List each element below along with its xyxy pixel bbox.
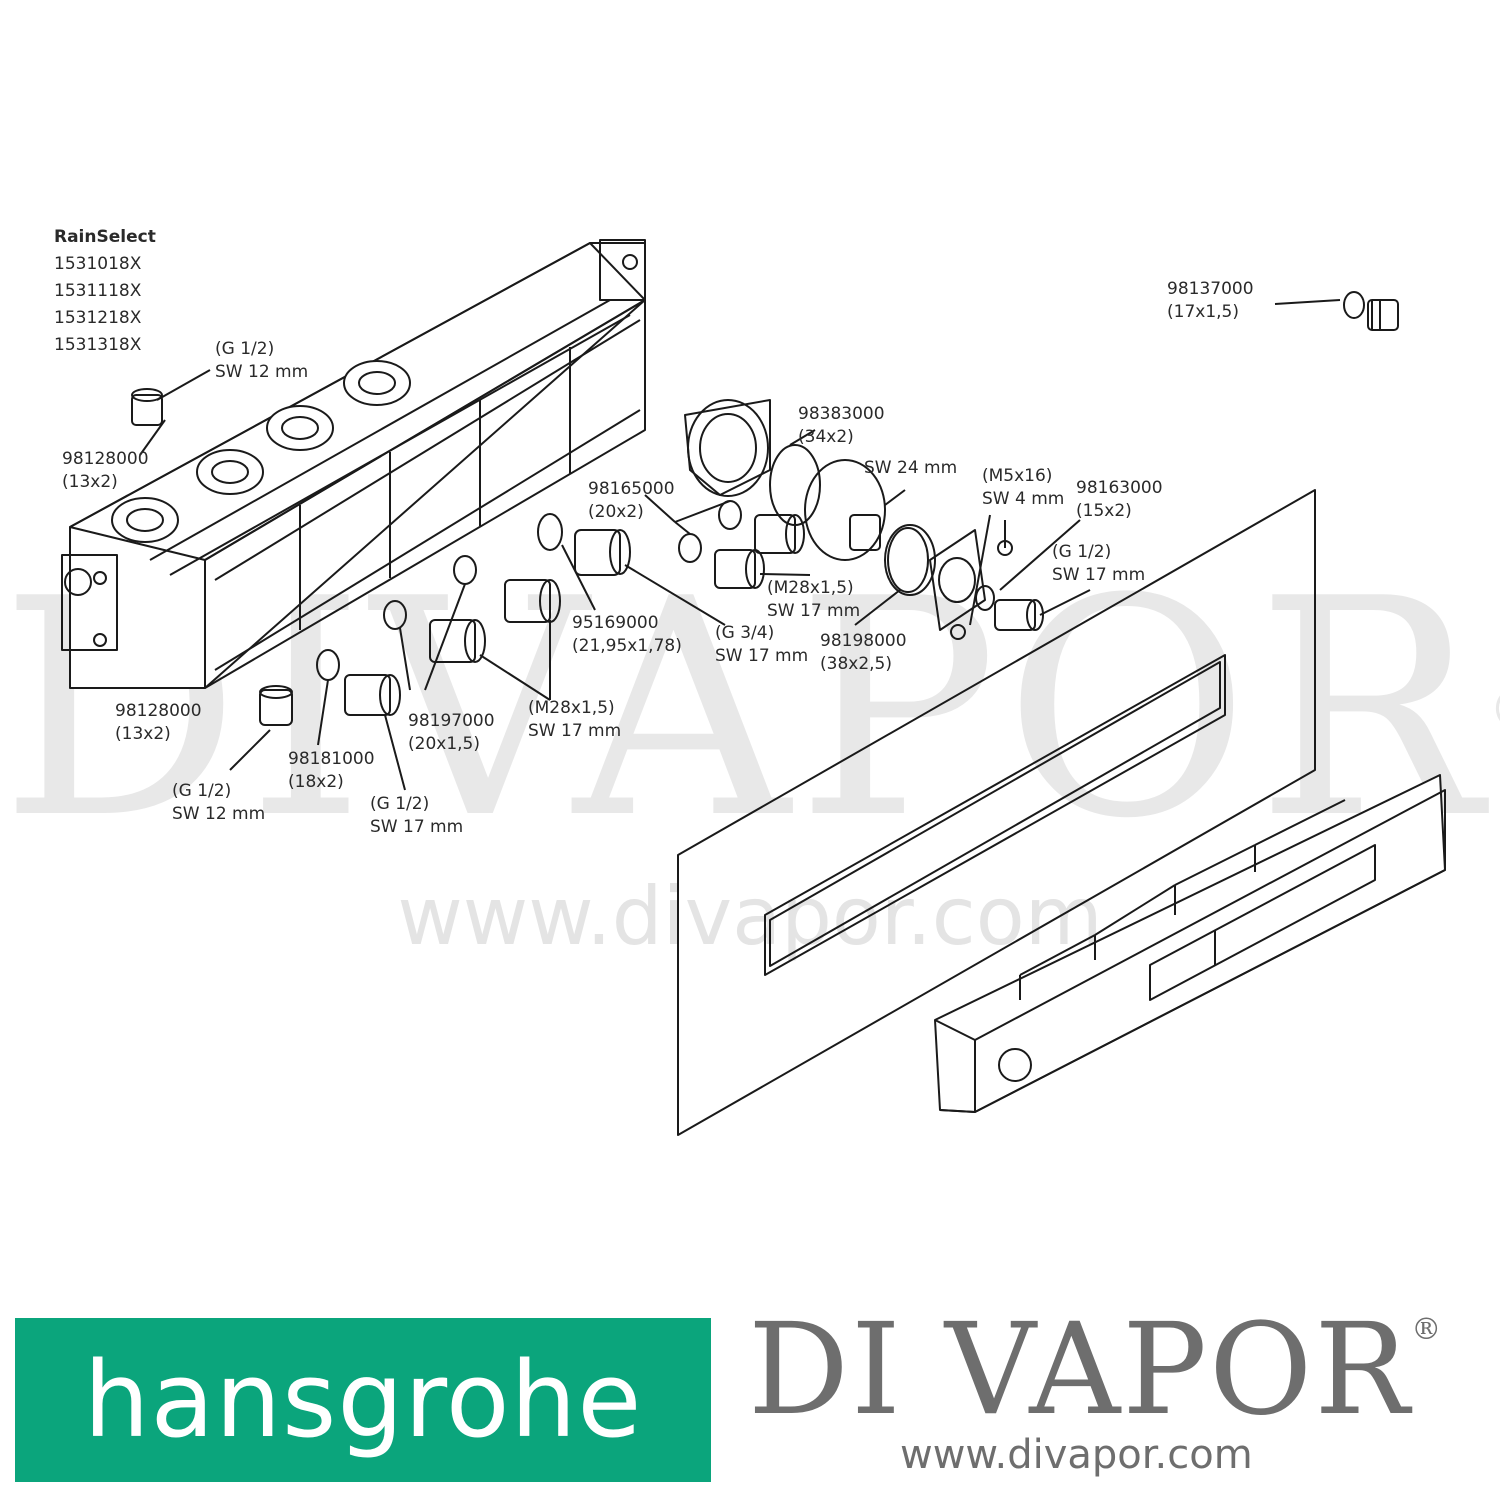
callout-sw24: SW 24 mm (864, 458, 958, 478)
part-95169000 (537, 513, 596, 611)
model-number: 1531118X (54, 281, 142, 301)
hansgrohe-logo: hansgrohe (15, 1318, 711, 1482)
callout-98181000: 98181000(18x2) (288, 749, 375, 792)
part-98198000 (854, 527, 929, 626)
model-number: 1531018X (54, 254, 142, 274)
callout-m28-lower: (M28x1,5)SW 17 mm (528, 698, 622, 741)
part-flange (929, 514, 1013, 640)
part-g12-bottom (344, 674, 406, 791)
part-98181000 (316, 649, 340, 746)
callout-plug-bottom: (G 1/2)SW 12 mm (172, 781, 266, 824)
callout-plug-top: (G 1/2)SW 12 mm (215, 339, 309, 382)
divapor-url: www.divapor.com (900, 1432, 1253, 1478)
callout-98128000-top: 98128000(13x2) (62, 449, 149, 492)
part-plug-bottom (229, 685, 293, 771)
part-98137000 (1274, 291, 1399, 331)
callout-g12-sw17-right: (G 1/2)SW 17 mm (1052, 542, 1146, 585)
installation-box (61, 239, 646, 689)
part-98165000 (644, 494, 742, 563)
callout-g34: (G 3/4)SW 17 mm (715, 623, 809, 666)
control-module (934, 774, 1446, 1113)
callout-98198000: 98198000(38x2,5) (820, 631, 907, 674)
model-number: 1531318X (54, 335, 142, 355)
part-m28-upper (714, 514, 811, 589)
model-list: RainSelect 1531018X 1531118X 1531218X 15… (54, 224, 156, 359)
callout-95169000: 95169000(21,95x1,78) (572, 613, 682, 656)
callout-98137000: 98137000(17x1,5) (1167, 279, 1254, 322)
watermark-url: www.divapor.com (397, 870, 1103, 963)
callout-98383000: 98383000(34x2) (798, 404, 885, 447)
part-m28-lower (429, 579, 561, 701)
part-98163000 (975, 519, 1081, 611)
callout-m28-upper: (M28x1,5)SW 17 mm (767, 578, 861, 621)
callout-98197000: 98197000(20x1,5) (408, 711, 495, 754)
callout-98165000: 98165000(20x2) (588, 479, 675, 522)
callout-g12-sw17-bottom: (G 1/2)SW 17 mm (370, 794, 464, 837)
product-name: RainSelect (54, 227, 156, 247)
part-98197000 (383, 555, 477, 691)
callout-98163000: 98163000(15x2) (1076, 478, 1163, 521)
callout-98128000-bottom: 98128000(13x2) (115, 701, 202, 744)
callout-m5x16: (M5x16)SW 4 mm (982, 466, 1065, 509)
part-plug-top (131, 369, 211, 426)
divapor-logo: DI VAPOR® (748, 1296, 1444, 1443)
trim-plate (677, 489, 1316, 1136)
model-number: 1531218X (54, 308, 142, 328)
part-g34 (574, 529, 726, 626)
part-g12-right (994, 589, 1091, 631)
part-98383000 (684, 399, 936, 596)
